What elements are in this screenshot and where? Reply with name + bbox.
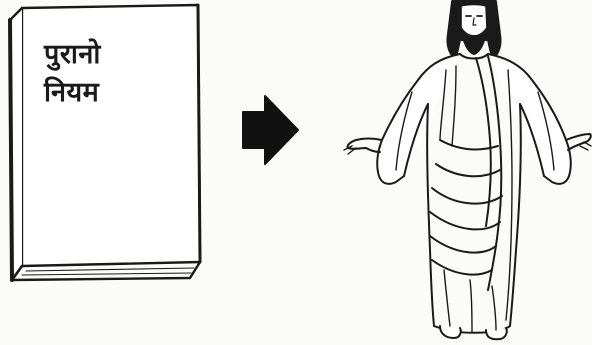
book-title: पुरानो नियम: [44, 36, 174, 112]
arrow-right-icon: [243, 96, 298, 164]
book-title-line-1: पुरानो: [44, 36, 174, 74]
jesus-figure-icon: [344, 0, 591, 339]
book-title-line-2: नियम: [44, 74, 174, 112]
